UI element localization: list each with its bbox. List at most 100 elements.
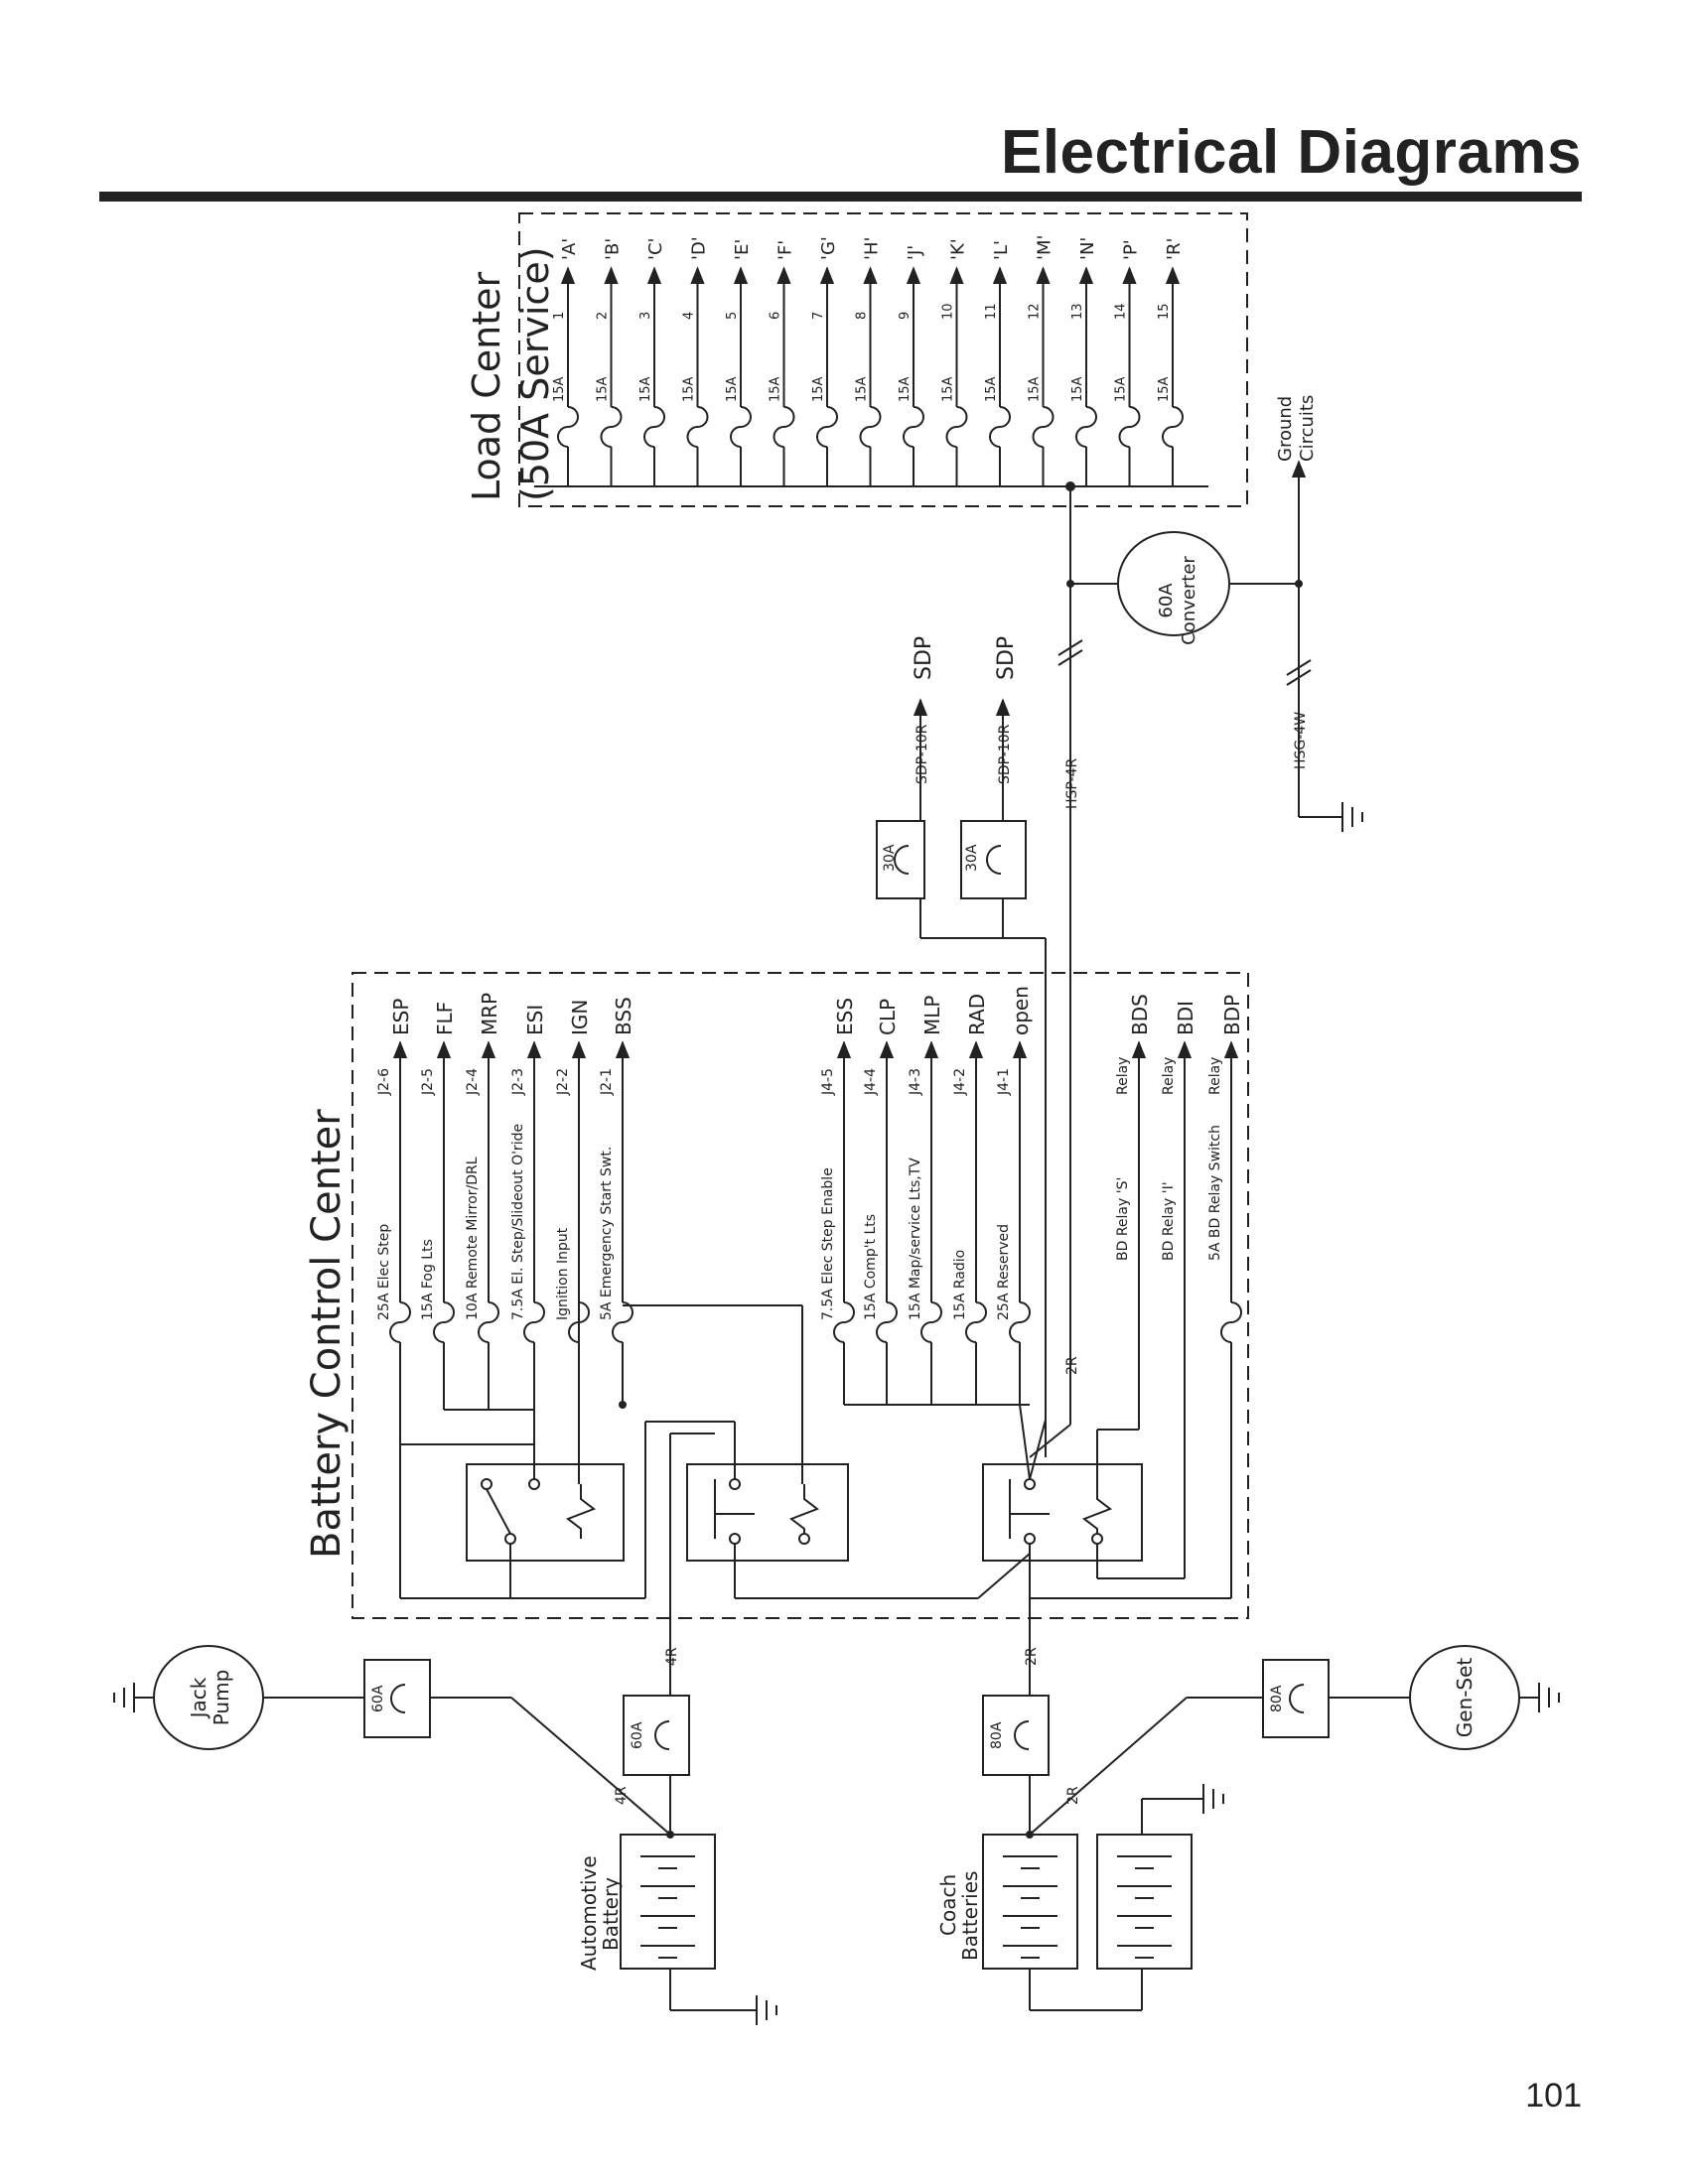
bcc-circuit-pin: J2-4 [465,1068,481,1096]
load-center-breaker-rating: 15A [1157,376,1172,402]
bus-junction [1065,481,1075,491]
load-center-fuse [773,406,795,448]
bcc-circuit-dest: open [1009,986,1033,1035]
wire-2r-upper: 2R [1024,1647,1040,1666]
sdp-dest-right: SDP [994,636,1019,680]
wire-2r-bcc: 2R [1064,1356,1080,1375]
bcc-circuit-dest: RAD [965,994,989,1035]
bcc-fuse [612,1301,633,1343]
load-center-breaker-rating: 15A [811,376,826,402]
jack-pump-breaker: 60A [370,1685,386,1712]
load-center-fuse [989,406,1011,448]
bcc-circuit-desc: 7.5A El. Step/Slideout O'ride [510,1124,526,1320]
bcc-relay-dest: BDS [1128,994,1152,1035]
page-number: 101 [1525,2077,1582,2115]
load-center-fuse [1118,406,1141,448]
load-center-circuit-number: 4 [682,312,697,320]
bcc-fuse [478,1301,499,1343]
converter-label-1: 60A [1156,583,1177,618]
genset-label: Gen-Set [1453,1658,1477,1738]
load-center-fuse [1075,406,1097,448]
load-center-breaker-rating: 15A [552,376,567,402]
breaker-arc [1289,1684,1305,1713]
load-center-circuit-label: 'D' [689,236,710,260]
converter-junction [1066,580,1074,588]
sdp-wire-label-left: SDP-10R [914,724,930,784]
breaker-arc [986,845,1002,875]
bcc-circuit-pin: J4-4 [863,1068,879,1096]
converter-label-2: Converter [1179,556,1199,645]
auto-battery-label-1: Automotive [577,1855,601,1971]
load-center-circuit-label: 'R' [1164,238,1185,260]
load-center-circuit-number: 7 [811,312,826,320]
bcc-fuse [920,1301,942,1343]
load-center-circuit-number: 9 [898,312,913,320]
coach-batteries-label-1: Coach [936,1874,960,1936]
coach-batteries-label-2: Batteries [958,1871,982,1961]
load-center-box [518,212,1248,507]
bcc-circuit-desc: 7.5A Elec Step Enable [820,1167,836,1320]
breaker-arc [1014,1720,1030,1750]
load-center-circuit-label: 'F' [775,240,796,260]
load-center-breaker-rating: 15A [1114,376,1129,402]
load-center-fuse [730,406,752,448]
page-title: Electrical Diagrams [1000,118,1582,187]
bcc-circuit-desc: Ignition Input [555,1227,571,1320]
bcc-circuit-desc: 15A Radio [952,1250,968,1320]
bcc-circuit-pin: J2-5 [420,1068,436,1096]
bcc-circuit-pin: J4-1 [996,1068,1012,1096]
bcc-relay-desc: BD Relay 'I' [1161,1181,1177,1261]
bcc-circuit-pin: J4-2 [952,1068,968,1096]
ground-junction [1295,580,1303,588]
load-center-fuse [600,406,623,448]
bcc-circuit-dest: CLP [876,999,900,1035]
sdp-breaker-right: 30A [964,844,980,872]
wire-4r-lower: 4R [614,1786,630,1805]
breaker-arc [654,1720,670,1750]
sdp-breaker-left: 30A [882,844,898,872]
bcc-circuit-pin: J2-3 [510,1068,526,1096]
load-center-circuit-number: 1 [552,312,567,320]
ground-circuits-label-1: Ground [1275,396,1296,462]
load-center-fuse [945,406,968,448]
bcc-circuit-desc: 10A Remote Mirror/DRL [465,1157,481,1320]
breaker-arc [390,1684,406,1713]
load-center-circuit-number: 8 [855,312,870,320]
bcc-relay-pin: Relay [1207,1057,1223,1095]
bcc-circuit-desc: 25A Elec Step [376,1224,392,1320]
bcc-relay-dest: BDI [1174,1001,1197,1035]
load-center-circuit-number: 11 [984,303,999,320]
bcc-circuit-pin: J4-5 [820,1068,836,1096]
load-center-fuse [1032,406,1055,448]
load-center-breaker-rating: 15A [855,376,870,402]
load-center-circuit-number: 12 [1028,303,1043,320]
bcc-relay-desc: BD Relay 'S' [1115,1177,1131,1261]
load-center-circuit-label: 'G' [818,236,839,260]
bcc-circuit-pin: J2-2 [555,1068,571,1096]
hsp-wire-label: HSP-4R [1064,757,1080,809]
load-center-fuse [903,406,924,448]
load-center-breaker-rating: 15A [682,376,697,402]
sdp-dest-left: SDP [912,636,936,680]
load-center-breaker-rating: 15A [984,376,999,402]
load-center-title-2: (50A Service) [513,246,557,501]
bcc-circuit-dest: MLP [920,996,944,1035]
load-center-circuit-number: 3 [638,312,653,320]
title-rule [99,192,1582,202]
load-center-title-1: Load Center [465,271,508,501]
bcc-circuit-dest: FLF [433,1002,457,1035]
load-center-circuit-number: 2 [596,312,611,320]
load-center-circuit-label: 'J' [905,245,925,260]
load-center-fuse [643,406,665,448]
load-center-breaker-rating: 15A [941,376,956,402]
bcc-fuse [523,1301,545,1343]
jack-pump-label-2: Pump [210,1670,233,1726]
genset-breaker: 80A [1269,1685,1285,1712]
auto-battery-label-2: Battery [599,1877,623,1951]
load-center-fuse [557,406,579,448]
load-center-circuit-label: 'C' [645,238,666,260]
bcc-title: Battery Control Center [304,1109,350,1559]
bcc-circuit-dest: BSS [612,997,635,1035]
load-center-fuse [816,406,838,448]
ground-circuits-label-2: Circuits [1297,395,1318,462]
